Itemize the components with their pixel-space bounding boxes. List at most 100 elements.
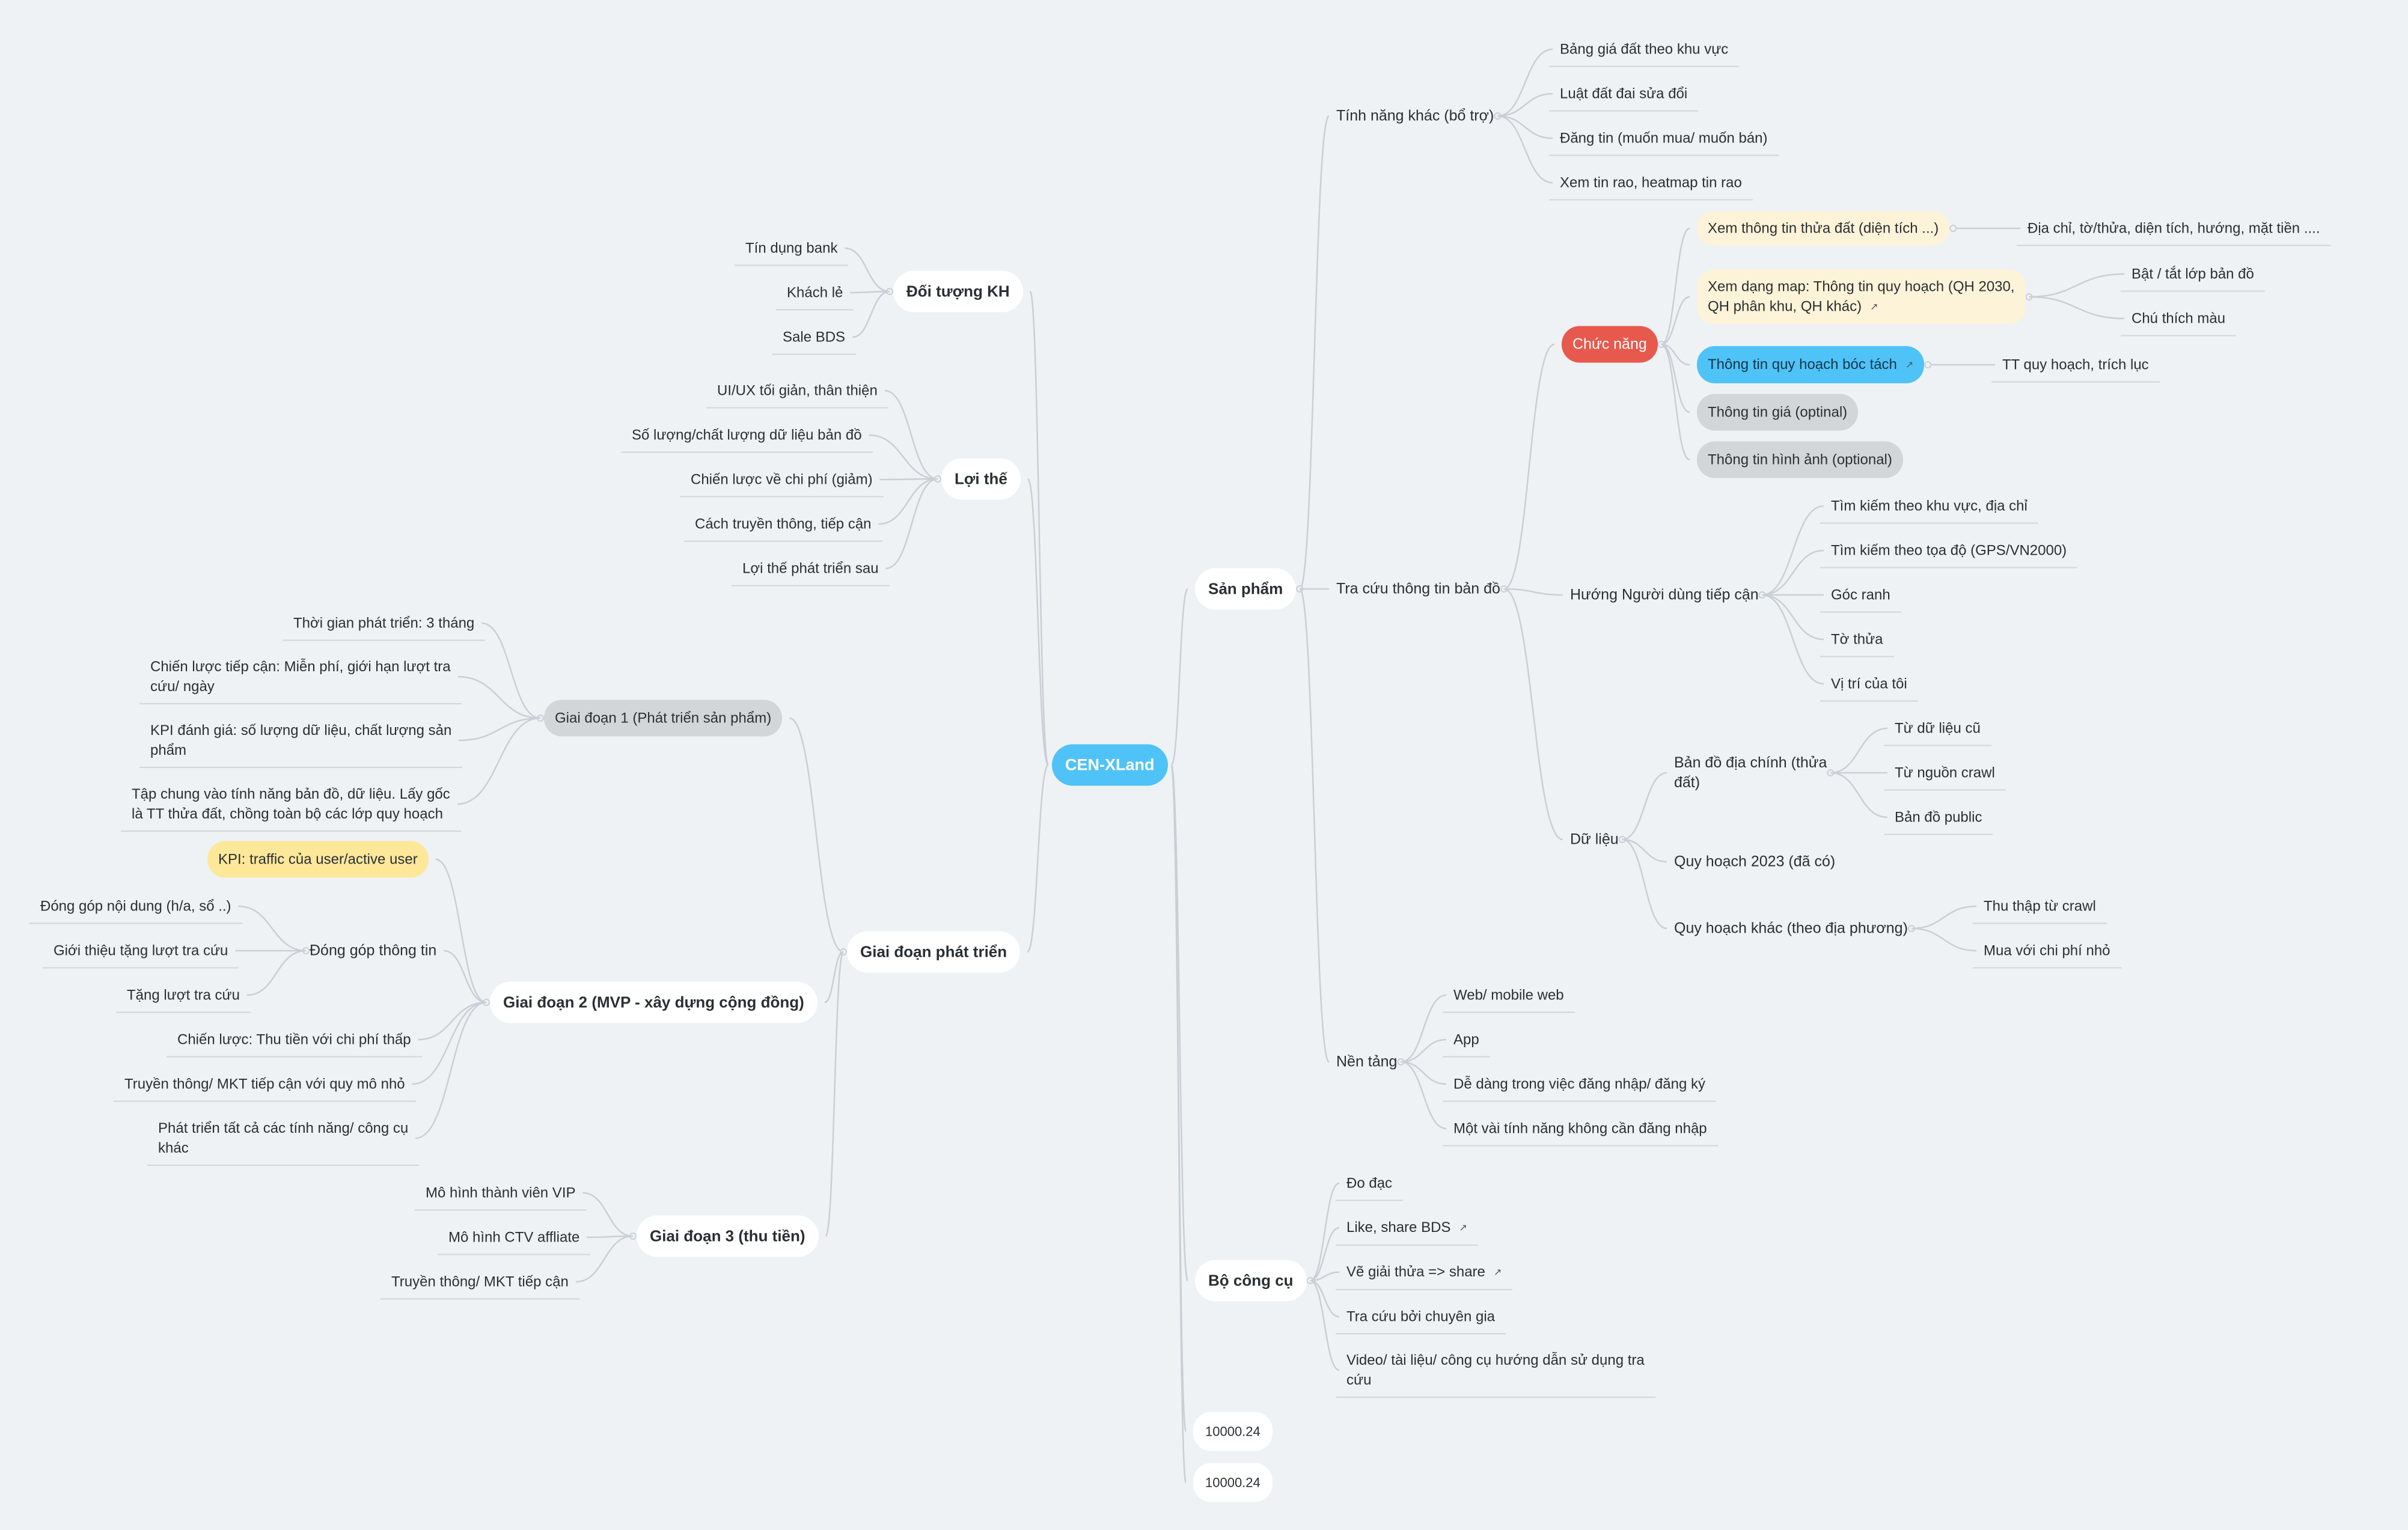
leaf-dang-tin[interactable]: Đăng tin (muốn mua/ muốn bán): [1549, 127, 1779, 156]
root-node[interactable]: CEN-XLand: [1052, 744, 1168, 786]
leaf-luat-dat-dai[interactable]: Luật đất đai sửa đổi: [1548, 83, 1699, 112]
node-nen-tang[interactable]: Nền tảng: [1336, 1053, 1398, 1070]
node-dong-gop[interactable]: Đóng góp thông tin: [310, 942, 437, 959]
link-icon[interactable]: ↗: [1905, 360, 1914, 371]
connector: [238, 905, 307, 952]
leaf-sale-bds[interactable]: Sale BDS: [771, 326, 857, 355]
connector: [1622, 838, 1667, 863]
node-xem-dang-map[interactable]: Xem dạng map: Thông tin quy hoạch (QH 20…: [1697, 269, 2026, 325]
leaf-dang-nhap-dang-ky[interactable]: Dễ dàng trong việc đăng nhập/ đăng ký: [1443, 1073, 1716, 1102]
leaf-tim-kiem-toa-do[interactable]: Tìm kiếm theo tọa độ (GPS/VN2000): [1820, 540, 2078, 568]
node-giai-doan-phat-trien[interactable]: Giai đoạn phát triển: [847, 931, 1021, 973]
connector: [878, 478, 938, 525]
leaf-do-dac[interactable]: Đo đạc: [1335, 1172, 1404, 1201]
leaf-tt-quy-hoach[interactable]: TT quy hoạch, trích lục: [1991, 354, 2160, 383]
leaf-dia-chi-to-thua[interactable]: Địa chỉ, tờ/thửa, diện tích, hướng, mặt …: [2017, 218, 2330, 246]
leaf-ctv-affliate[interactable]: Mô hình CTV affliate: [437, 1227, 591, 1255]
leaf-tap-chung[interactable]: Tập chung vào tính năng bản đồ, dữ liệu.…: [121, 783, 461, 832]
leaf-tra-cuu-chuyen-gia[interactable]: Tra cứu bởi chuyên gia: [1335, 1306, 1506, 1335]
connector: [1503, 343, 1555, 590]
leaf-khong-can-dang-nhap[interactable]: Một vài tính năng không cần đăng nhập: [1443, 1118, 1718, 1147]
node-misc-1[interactable]: 10000.24: [1193, 1412, 1273, 1451]
node-du-lieu[interactable]: Dữ liệu: [1570, 831, 1619, 848]
connector: [1911, 905, 1977, 930]
node-chuc-nang[interactable]: Chức năng: [1562, 326, 1658, 363]
node-boc-tach[interactable]: Thông tin quy hoạch bóc tách↗: [1697, 346, 1925, 384]
link-icon[interactable]: ↗: [1459, 1223, 1467, 1234]
leaf-mua-chi-phi-nho[interactable]: Mua với chi phí nhỏ: [1973, 940, 2121, 969]
leaf-tin-dung-bank[interactable]: Tín dụng bank: [734, 237, 849, 266]
node-san-pham[interactable]: Sản phẩm: [1195, 568, 1297, 610]
connector: [1497, 115, 1553, 139]
leaf-vi-tri-cua-toi[interactable]: Vị trí của tôi: [1820, 673, 1918, 702]
collapse-handle[interactable]: [1949, 225, 1957, 232]
node-giai-doan-2[interactable]: Giai đoạn 2 (MVP - xây dựng cộng đồng): [490, 981, 817, 1023]
leaf-kpi-danh-gia[interactable]: KPI đánh giá: số lượng dữ liệu, chất lượ…: [139, 719, 463, 768]
leaf-tang-luot[interactable]: Tặng lượt tra cứu: [116, 984, 251, 1013]
node-quy-hoach-khac[interactable]: Quy hoạch khác (theo địa phương): [1674, 919, 1908, 937]
node-xem-thua-dat[interactable]: Xem thông tin thửa đất (diện tích ...): [1697, 211, 1950, 246]
leaf-truyen-thong[interactable]: Cách truyền thông, tiếp cận: [684, 513, 882, 542]
node-ban-do-dia-chinh[interactable]: Bản đồ địa chính (thửa đất): [1674, 754, 1827, 791]
link-icon[interactable]: ↗: [1870, 302, 1878, 312]
leaf-web-mobile[interactable]: Web/ mobile web: [1443, 984, 1575, 1013]
leaf-thoi-gian[interactable]: Thời gian phát triển: 3 tháng: [282, 612, 486, 641]
leaf-thanh-vien-vip[interactable]: Mô hình thành viên VIP: [415, 1182, 586, 1211]
connector: [435, 858, 487, 1004]
leaf-video-tai-lieu[interactable]: Video/ tài liệu/ công cụ hướng dẫn sử dụ…: [1336, 1349, 1655, 1398]
leaf-chien-luoc-thu-tien[interactable]: Chiến lược: Thu tiền với chi phí thấp: [167, 1029, 422, 1058]
connector: [1622, 772, 1667, 841]
node-quy-hoach-2023[interactable]: Quy hoạch 2023 (đã có): [1674, 853, 1836, 870]
connector: [481, 622, 541, 719]
leaf-tim-kiem-khu-vuc[interactable]: Tìm kiếm theo khu vực, địa chỉ: [1820, 495, 2038, 524]
leaf-gioi-thieu[interactable]: Giới thiệu tặng lượt tra cứu: [42, 940, 239, 969]
leaf-ve-giai-thua[interactable]: Vẽ giải thửa => share↗: [1335, 1261, 1513, 1291]
node-huong-nguoi-dung[interactable]: Hướng Người dùng tiếp cận: [1570, 586, 1759, 603]
connector: [1310, 1279, 1340, 1318]
leaf-khach-le[interactable]: Khách lẻ: [775, 282, 854, 311]
leaf-tu-du-lieu-cu[interactable]: Từ dữ liệu cũ: [1884, 718, 1991, 746]
node-thong-tin-gia[interactable]: Thông tin giá (optinal): [1697, 394, 1859, 431]
node-giai-doan-1[interactable]: Giai đoạn 1 (Phát triển sản phẩm): [544, 699, 783, 737]
leaf-thu-thap-crawl[interactable]: Thu thập từ crawl: [1973, 895, 2107, 924]
leaf-bat-tat-lop[interactable]: Bật / tắt lớp bản đồ: [2121, 263, 2265, 292]
connector: [457, 717, 541, 805]
leaf-app[interactable]: App: [1443, 1029, 1490, 1058]
leaf-to-thua[interactable]: Tờ thửa: [1820, 629, 1893, 657]
connector: [575, 1235, 634, 1283]
node-bo-cong-cu[interactable]: Bộ công cụ: [1195, 1260, 1307, 1302]
node-tra-cuu-ban-do[interactable]: Tra cứu thông tin bản đồ: [1336, 580, 1500, 597]
node-doi-tuong-kh[interactable]: Đối tượng KH: [893, 270, 1023, 312]
connector: [444, 949, 487, 1004]
leaf-truyen-thong-mkt[interactable]: Truyền thông/ MKT tiếp cận: [380, 1271, 579, 1300]
connector: [1661, 227, 1690, 346]
node-loi-the[interactable]: Lợi thế: [941, 458, 1021, 500]
node-kpi-traffic[interactable]: KPI: traffic của user/active user: [207, 841, 429, 878]
node-misc-2[interactable]: 10000.24: [1193, 1463, 1273, 1502]
leaf-chien-luoc-tiep-can[interactable]: Chiến lược tiếp cận: Miễn phí, giới hạn …: [139, 656, 462, 704]
leaf-truyen-thong-nho[interactable]: Truyền thông/ MKT tiếp cận với quy mô nh…: [114, 1073, 416, 1102]
connector: [885, 478, 938, 570]
leaf-so-luong-du-lieu[interactable]: Số lượng/chất lượng dữ liệu bản đồ: [621, 424, 873, 453]
collapse-handle[interactable]: [1924, 361, 1932, 368]
leaf-xem-tin-rao[interactable]: Xem tin rao, heatmap tin rao: [1549, 172, 1753, 201]
leaf-like-share[interactable]: Like, share BDS↗: [1336, 1216, 1478, 1246]
leaf-chu-thich-mau[interactable]: Chú thích màu: [2120, 308, 2237, 337]
leaf-phat-trien-sau[interactable]: Lợi thế phát triển sau: [732, 558, 890, 587]
connector: [1497, 93, 1553, 117]
connector: [1310, 1182, 1340, 1282]
node-thong-tin-hinh-anh[interactable]: Thông tin hình ảnh (optional): [1697, 441, 1903, 478]
node-giai-doan-3[interactable]: Giai đoạn 3 (thu tiền): [637, 1215, 819, 1257]
leaf-chien-luoc-chi-phi[interactable]: Chiến lược về chi phí (giảm): [680, 469, 884, 498]
connector: [824, 951, 844, 1004]
leaf-bang-gia-dat[interactable]: Bảng giá đất theo khu vực: [1548, 38, 1740, 67]
node-tinh-nang-khac[interactable]: Tính năng khác (bổ trợ): [1336, 107, 1494, 124]
leaf-ui-ux[interactable]: UI/UX tối giản, thân thiện: [706, 380, 888, 409]
leaf-ban-do-public[interactable]: Bản đồ public: [1883, 806, 1993, 835]
connector: [879, 478, 938, 481]
leaf-phat-trien-tat-ca[interactable]: Phát triển tất cả các tính năng/ công cụ…: [147, 1117, 420, 1166]
leaf-goc-ranh[interactable]: Góc ranh: [1820, 584, 1901, 613]
leaf-tu-nguon-crawl[interactable]: Từ nguồn crawl: [1884, 762, 2006, 791]
link-icon[interactable]: ↗: [1493, 1267, 1502, 1278]
leaf-dong-gop-noi-dung[interactable]: Đóng góp nội dung (h/a, sổ ..): [29, 895, 242, 924]
